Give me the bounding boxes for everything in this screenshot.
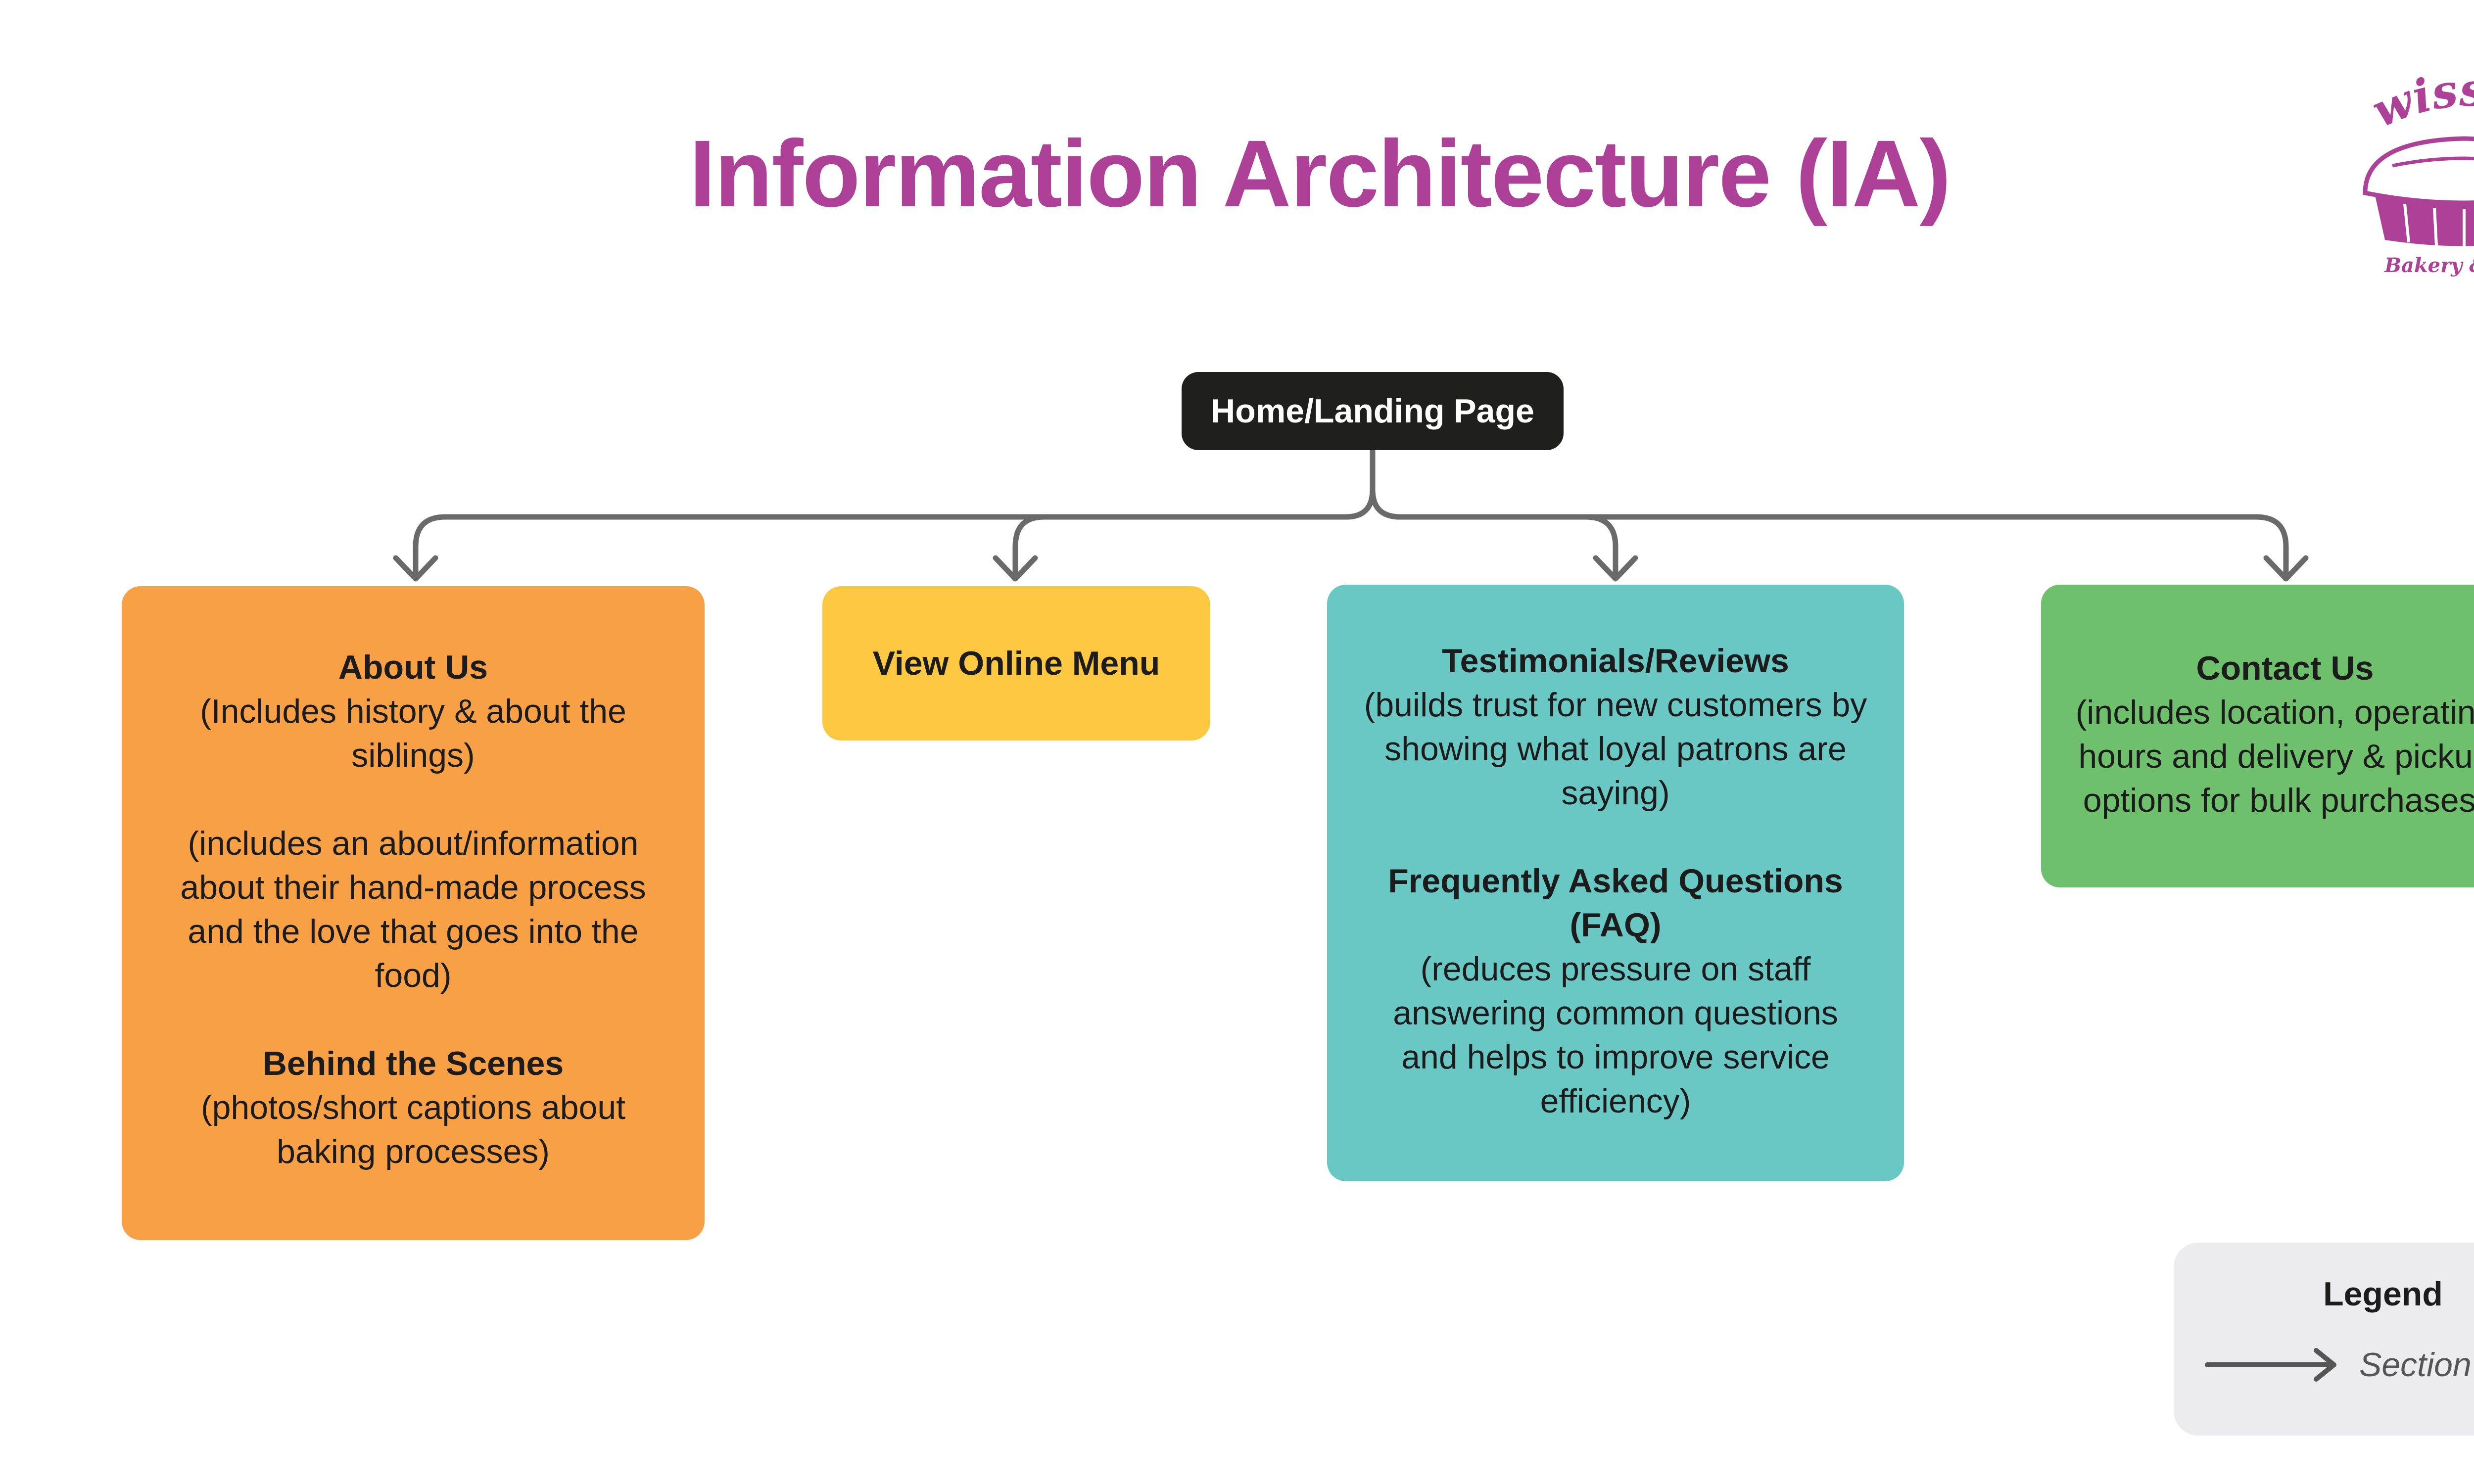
contact-us-node: Contact Us (includes location, operating… [2041,585,2474,887]
legend-title: Legend [2323,1275,2443,1313]
connector-contact [1370,487,2289,581]
faq-heading: Frequently Asked Questions (FAQ) [1388,862,1843,944]
bakery-logo: Swisslink Bakery & Cafe [2345,69,2474,277]
about-us-heading: About Us [338,649,488,686]
about-us-node: About Us (Includes history & about the s… [122,586,705,1240]
about-us-process-text: (includes an about/information about the… [180,825,646,994]
testimonials-node: Testimonials/Reviews (builds trust for n… [1327,585,1904,1181]
faq-text: (reduces pressure on staff answering com… [1393,950,1838,1120]
connector-menu [1012,487,1376,581]
view-online-menu-node: View Online Menu [822,586,1210,741]
home-landing-page-node: Home/Landing Page [1182,372,1564,450]
arrowhead-about [393,555,438,582]
about-us-history-text: (Includes history & about the siblings) [200,693,626,774]
arrowhead-menu [993,555,1038,582]
logo-tagline: Bakery & Cafe [2384,254,2474,277]
behind-the-scenes-heading: Behind the Scenes [262,1045,564,1082]
pie-icon [2363,136,2474,205]
arrowhead-contact [2263,555,2309,582]
legend-section-flow-label: Section Flow [2359,1346,2474,1384]
contact-us-heading: Contact Us [2196,649,2374,687]
arrow-right-icon [2205,1348,2336,1382]
testimonials-heading: Testimonials/Reviews [1442,642,1789,680]
arrowhead-testimonials [1593,555,1638,582]
view-online-menu-heading: View Online Menu [872,644,1160,682]
legend: Legend Section Flow [2174,1243,2474,1436]
page-title: Information Architecture (IA) [689,120,1951,227]
testimonials-text: (builds trust for new customers by showi… [1364,686,1867,812]
connector-testimonials [1370,487,1618,581]
behind-the-scenes-text: (photos/short captions about baking proc… [200,1089,626,1170]
home-landing-page-label: Home/Landing Page [1211,392,1534,430]
contact-us-text: (includes location, operating hours and … [2075,694,2474,819]
